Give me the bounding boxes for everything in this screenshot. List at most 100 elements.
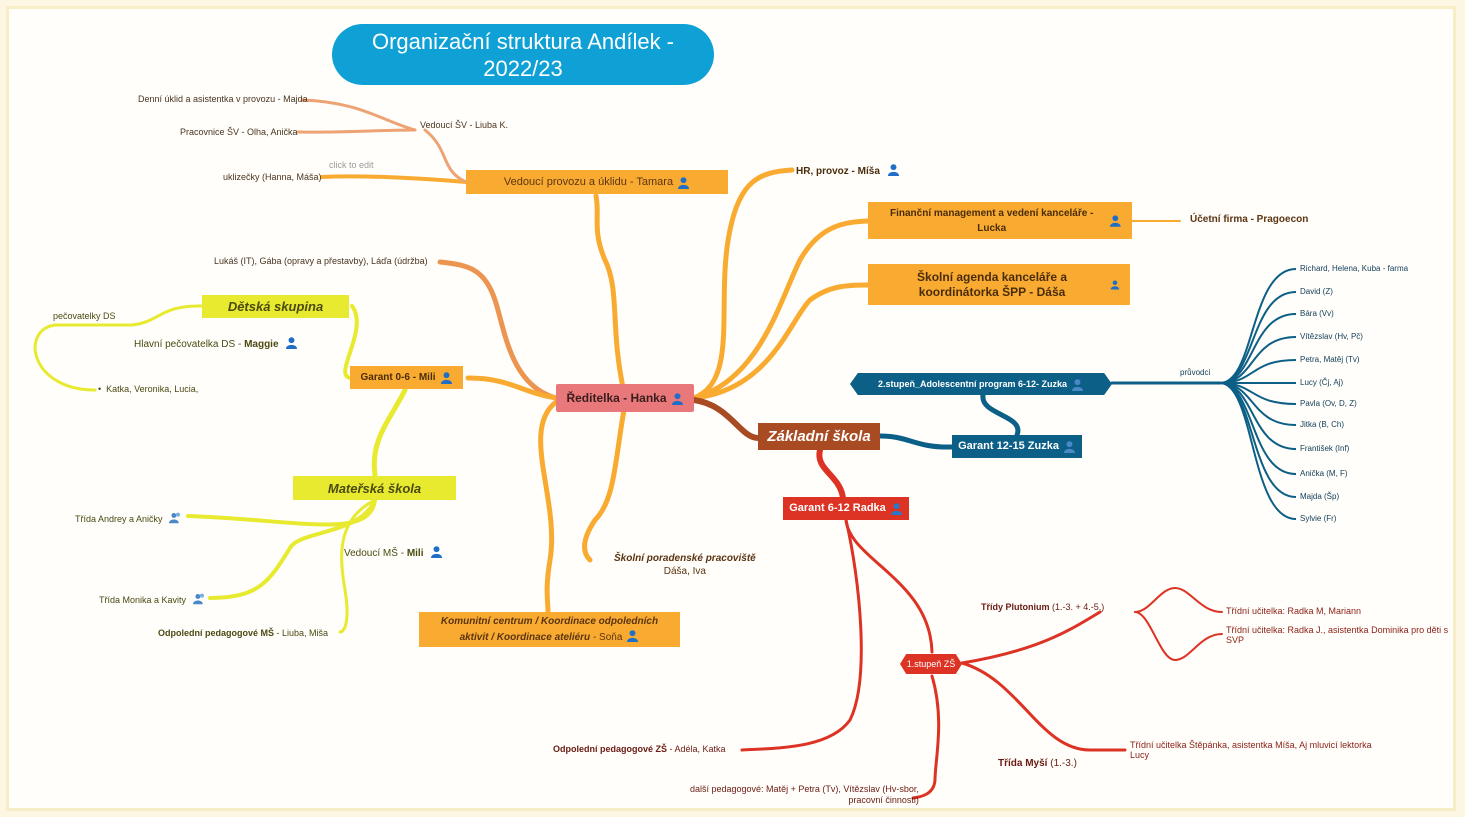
link-center-lukas bbox=[437, 259, 559, 401]
person-icon bbox=[440, 372, 452, 384]
pruvodci-item[interactable]: Richard, Helena, Kuba - farma bbox=[1300, 264, 1409, 273]
pruvodci-item[interactable]: Anička (M, F) bbox=[1300, 469, 1348, 478]
node-skolni-agenda[interactable]: Školní agenda kanceláře a koordinátorka … bbox=[868, 264, 1130, 305]
node-komunitni[interactable]: Komunitní centrum / Koordinace odpolední… bbox=[419, 612, 680, 647]
link-garant06-detska bbox=[343, 304, 359, 380]
plutonium-rest: (1.-3. + 4.-5.) bbox=[1049, 602, 1105, 612]
katka-label: Katka, Veronika, Lucia, bbox=[106, 384, 199, 394]
person-icon bbox=[627, 630, 639, 642]
person-icon bbox=[890, 503, 902, 515]
link-center-provoz bbox=[593, 193, 627, 395]
click-to-edit-hint: click to edit bbox=[329, 160, 374, 170]
node-pecovatelky[interactable]: pečovatelky DS bbox=[53, 311, 116, 321]
node-garant-06[interactable]: Garant 0-6 - Mili bbox=[350, 366, 463, 389]
pruvodci-item[interactable]: Bára (Vv) bbox=[1300, 309, 1334, 318]
pruvodci-item[interactable]: Majda (Šp) bbox=[1300, 492, 1340, 501]
node-garant-612[interactable]: Garant 6-12 Radka bbox=[783, 497, 909, 520]
trida-andrey-label: Třída Andrey a Aničky bbox=[75, 514, 163, 524]
node-financni-label: Finanční management a vedení kanceláře -… bbox=[890, 207, 1094, 234]
node-vedouci-sv[interactable]: Vedoucí ŠV - Liuba K. bbox=[420, 120, 509, 130]
pruvodci-item[interactable]: Jitka (B, Ch) bbox=[1300, 420, 1345, 429]
node-materska-skola[interactable]: Mateřská škola bbox=[293, 476, 456, 500]
node-reditelka[interactable]: Ředitelka - Hanka bbox=[556, 384, 694, 412]
node-trida-andrey[interactable]: Třída Andrey a Aničky bbox=[75, 511, 182, 524]
node-vedouci-ms[interactable]: Vedoucí MŠ - Mili bbox=[344, 545, 443, 559]
node-financni[interactable]: Finanční management a vedení kanceláře -… bbox=[868, 202, 1132, 239]
link-sv-pracovnice bbox=[296, 128, 417, 134]
node-trida-monika[interactable]: Třída Monika a Kavity bbox=[99, 592, 206, 605]
link-center-agenda bbox=[691, 282, 871, 401]
person-icon bbox=[1063, 441, 1076, 453]
pruvodci-item[interactable]: Lucy (Čj, Aj) bbox=[1300, 378, 1344, 387]
node-odpoledni-ms[interactable]: Odpolední pedagogové MŠ - Liuba, Miša bbox=[158, 628, 328, 638]
node-katka[interactable]: • Katka, Veronika, Lucia, bbox=[98, 384, 198, 394]
link-stupen1-mysi bbox=[960, 661, 1127, 752]
spp-title: Školní poradenské pracoviště bbox=[614, 553, 756, 564]
link-garant612-stupen1 bbox=[844, 518, 934, 654]
node-garant-612-label: Garant 6-12 Radka bbox=[789, 502, 886, 514]
page-title: Organizační struktura Andílek - 2022/23 bbox=[332, 24, 714, 85]
node-tridni1[interactable]: Třídní učitelka: Radka M, Mariann bbox=[1226, 606, 1362, 616]
odpoledni-zs-rest: - Adéla, Katka bbox=[667, 744, 726, 754]
link-stupen1-plutonium bbox=[960, 610, 1102, 665]
tridni2-line1: Třídní učitelka: Radka J., asistentka Do… bbox=[1226, 625, 1449, 635]
pruvodci-item[interactable]: Pavla (Ov, D, Z) bbox=[1300, 399, 1357, 408]
pruvodci-item[interactable]: Petra, Matěj (Tv) bbox=[1300, 355, 1360, 364]
node-detska-skupina[interactable]: Dětská skupina bbox=[202, 295, 349, 318]
person-icon bbox=[431, 546, 443, 558]
link-provoz-vedoucisv bbox=[423, 128, 468, 184]
link-center-garant06 bbox=[465, 375, 559, 401]
link-zakladni-garant612 bbox=[816, 447, 846, 501]
link-center-komunitni bbox=[538, 399, 559, 615]
link-materska-andrey bbox=[186, 498, 377, 527]
person-icon bbox=[887, 164, 899, 176]
vedouci-ms-bold: Mili bbox=[406, 548, 424, 559]
node-ucetni[interactable]: Účetní firma - Pragoecon bbox=[1190, 214, 1309, 225]
node-hr[interactable]: HR, provoz - Míša bbox=[796, 163, 900, 177]
bullet-icon: • bbox=[98, 384, 102, 394]
pruvodci-item[interactable]: David (Z) bbox=[1300, 287, 1333, 296]
node-tridni3[interactable]: Třídní učitelka Štěpánka, asistentka Míš… bbox=[1130, 740, 1372, 760]
node-adolescentni[interactable]: 2.stupeň_Adolescentní program 6-12- Zuzk… bbox=[850, 373, 1112, 395]
node-tridni2[interactable]: Třídní učitelka: Radka J., asistentka Do… bbox=[1226, 625, 1448, 645]
dalsi-line1: další pedagogové: Matěj + Petra (Tv), Ví… bbox=[690, 784, 919, 794]
node-garant-1215-label: Garant 12-15 Zuzka bbox=[958, 440, 1059, 452]
node-odpoledni-zs[interactable]: Odpolední pedagogové ZŠ - Adéla, Katka bbox=[553, 744, 726, 754]
person-icon bbox=[286, 337, 298, 349]
person-icon bbox=[671, 392, 683, 405]
pruvodci-link bbox=[1219, 313, 1297, 384]
node-garant-1215[interactable]: Garant 12-15 Zuzka bbox=[952, 435, 1082, 458]
odpoledni-zs-bold: Odpolední pedagogové ZŠ bbox=[553, 744, 668, 754]
komunitni-line2-bold: aktivit / Koordinace ateliéru bbox=[459, 632, 591, 643]
node-mysi[interactable]: Třída Myší (1.-3.) bbox=[998, 758, 1077, 769]
node-garant-06-label: Garant 0-6 - Mili bbox=[360, 372, 436, 383]
node-lukas[interactable]: Lukáš (IT), Gába (opravy a přestavby), L… bbox=[214, 256, 428, 266]
mysi-bold: Třída Myší bbox=[998, 758, 1048, 769]
node-spp[interactable]: Školní poradenské pracoviště Dáša, Iva bbox=[614, 552, 756, 578]
komunitni-line1: Komunitní centrum / Koordinace odpolední… bbox=[440, 616, 659, 627]
mysi-rest: (1.-3.) bbox=[1047, 758, 1077, 769]
node-stupen1[interactable]: 1.stupeň ZŠ bbox=[900, 654, 962, 674]
pruvodci-item[interactable]: František (Inf) bbox=[1300, 444, 1350, 453]
odpoledni-ms-rest: - Liuba, Miša bbox=[274, 628, 329, 638]
node-adolescentni-label: 2.stupeň_Adolescentní program 6-12- Zuzk… bbox=[877, 378, 1068, 389]
node-materska-label: Mateřská škola bbox=[327, 480, 422, 496]
tridni2-line2: SVP bbox=[1226, 635, 1245, 645]
person-icon bbox=[1110, 215, 1122, 227]
node-pruvodci[interactable]: průvodci bbox=[1180, 368, 1211, 377]
link-plutonium-tridni2 bbox=[1134, 611, 1223, 662]
pruvodci-item[interactable]: Sylvie (Fr) bbox=[1300, 514, 1337, 523]
pruvodci-item[interactable]: Vítězslav (Hv, Pč) bbox=[1300, 332, 1363, 341]
node-provoz[interactable]: Vedoucí provozu a úklidu - Tamara bbox=[466, 170, 728, 194]
node-pracovnice-sv[interactable]: Pracovnice ŠV - Olha, Anička bbox=[180, 127, 298, 137]
vedouci-ms-text: Vedoucí MŠ - bbox=[344, 548, 407, 559]
node-denni-uklid[interactable]: Denní úklid a asistentka v provozu - Maj… bbox=[138, 94, 308, 104]
link-center-zakladni bbox=[691, 397, 761, 441]
link-center-hr bbox=[691, 167, 795, 401]
node-hlavni-pecovatelka[interactable]: Hlavní pečovatelka DS - Maggie bbox=[134, 336, 298, 350]
node-plutonium[interactable]: Třídy Plutonium (1.-3. + 4.-5.) bbox=[981, 602, 1104, 612]
node-zakladni-skola[interactable]: Základní škola bbox=[758, 423, 880, 450]
node-uklizecky[interactable]: uklizečky (Hanna, Máša) bbox=[223, 172, 322, 182]
person-icon bbox=[1110, 280, 1120, 290]
node-dalsi-pedagogove[interactable]: další pedagogové: Matěj + Petra (Tv), Ví… bbox=[690, 784, 919, 806]
